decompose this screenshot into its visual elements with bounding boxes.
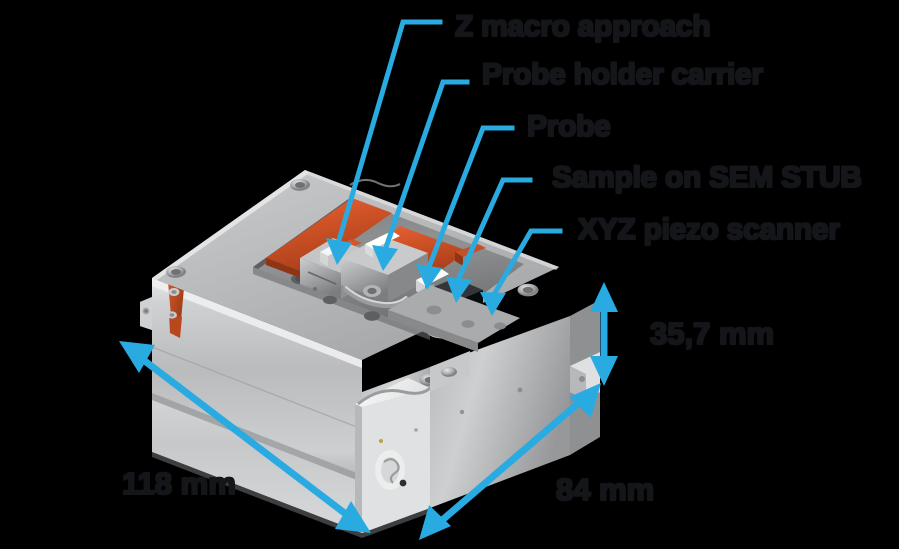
leader-line-xyz-piezo-scanner bbox=[488, 228, 563, 302]
dimension-arrow-height bbox=[590, 282, 618, 386]
leader-line-z-macro-approach bbox=[333, 19, 443, 251]
top-plate-front-corner bbox=[430, 351, 470, 392]
dimension-label-height: 35,7 mm bbox=[650, 316, 775, 351]
callout-label-probe-holder-carrier: Probe holder carrier bbox=[482, 58, 763, 91]
leader-arrowhead-probe bbox=[416, 264, 442, 290]
dimension-label-length: 118 mm bbox=[122, 466, 236, 501]
leader-arrowhead-sample-on-sem-stub bbox=[446, 277, 472, 303]
device-left-side-panel bbox=[151, 278, 363, 482]
leader-arrowhead-z-macro-approach bbox=[326, 238, 352, 265]
dimension-label-depth: 84 mm bbox=[556, 472, 655, 507]
callout-label-probe: Probe bbox=[527, 110, 611, 143]
left-mount-tab bbox=[140, 297, 152, 330]
callout-label-sample-on-sem-stub: Sample on SEM STUB bbox=[552, 161, 862, 194]
top-plate-screws bbox=[166, 179, 539, 387]
dimension-arrow-depth bbox=[419, 383, 601, 540]
dimension-arrow-length bbox=[119, 341, 371, 533]
scanner-base-plate bbox=[388, 285, 520, 352]
leader-arrowhead-probe-holder-carrier bbox=[372, 245, 398, 271]
leader-arrowhead-xyz-piezo-scanner bbox=[480, 292, 506, 316]
callout-label-z-macro-approach: Z macro approach bbox=[455, 10, 711, 43]
front-connector-block bbox=[355, 378, 432, 533]
orange-clamp-latch bbox=[167, 282, 184, 338]
leader-line-probe-holder-carrier bbox=[380, 79, 470, 257]
leader-line-sample-on-sem-stub bbox=[452, 177, 533, 289]
callout-label-xyz-piezo-scanner: XYZ piezo scanner bbox=[578, 213, 840, 246]
leader-line-probe bbox=[423, 125, 515, 276]
